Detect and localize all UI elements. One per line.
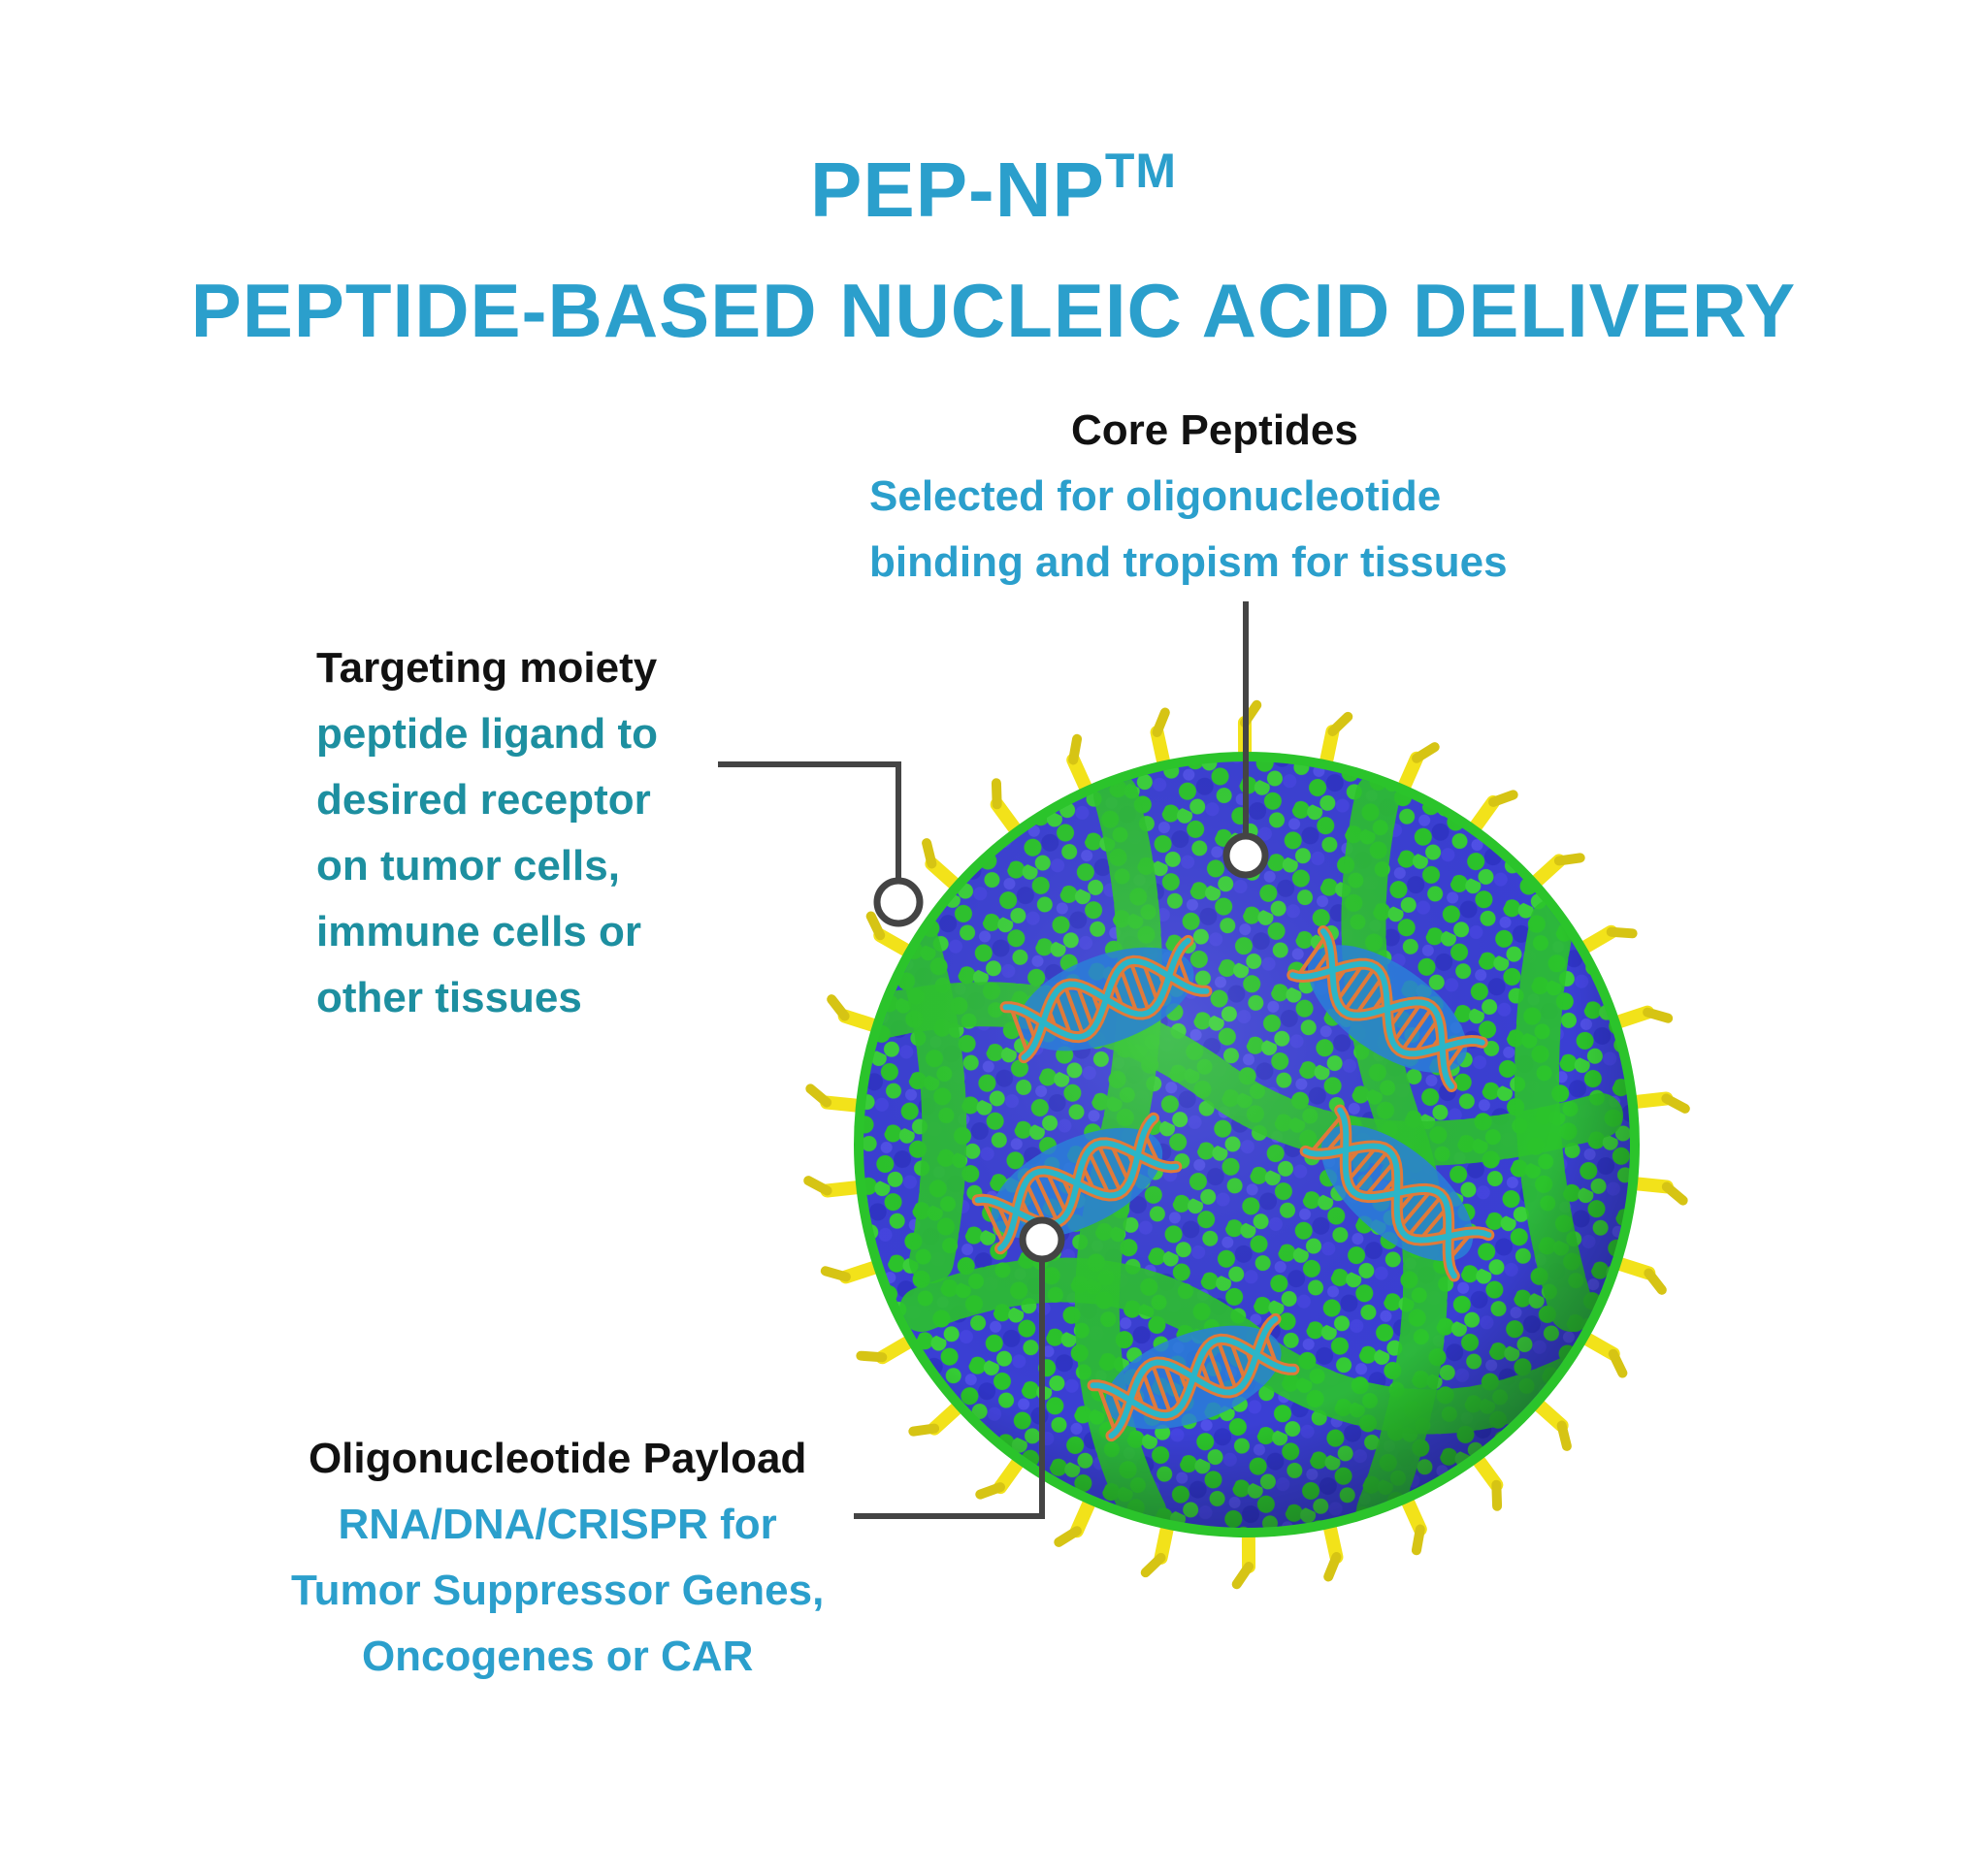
targeting-moiety-desc-1: peptide ligand to <box>316 710 658 758</box>
targeting-moiety-desc-3: on tumor cells, <box>316 842 620 889</box>
payload-leader-line <box>854 1244 1045 1519</box>
title-main: PEP-NP <box>809 146 1105 233</box>
core-callout-dot-icon <box>1222 832 1269 879</box>
core-peptides-desc-2: binding and tropism for tissues <box>869 538 1508 586</box>
title-trademark: TM <box>1104 144 1178 198</box>
rna-helix-icon <box>999 934 1213 1064</box>
core-peptides-desc-1: Selected for oligonucleotide <box>869 472 1442 520</box>
targeting-moiety-desc-2: desired receptor <box>316 776 651 824</box>
payload-desc-1: RNA/DNA/CRISPR for <box>338 1501 777 1548</box>
rna-helix-icon <box>1299 1104 1495 1282</box>
payload-desc-3: Oncogenes or CAR <box>361 1633 754 1680</box>
targeting-moiety-callout: Targeting moiety peptide ligand to desir… <box>316 635 658 1031</box>
targeting-moiety-desc-4: immune cells or <box>316 908 642 955</box>
oligonucleotide-payload-callout: Oligonucleotide Payload RNA/DNA/CRISPR f… <box>291 1426 824 1690</box>
payload-desc-2: Tumor Suppressor Genes, <box>291 1567 825 1614</box>
payload-heading: Oligonucleotide Payload <box>308 1435 807 1482</box>
core-peptides-heading: Core Peptides <box>1071 406 1358 454</box>
rna-helix-icon <box>971 1112 1183 1255</box>
nanoparticle-sphere <box>854 752 1640 1537</box>
rna-helix-icon <box>1087 1312 1300 1442</box>
payload-callout-dot-icon <box>1019 1216 1065 1263</box>
rna-helix-icon <box>1287 925 1488 1092</box>
leader-lines <box>718 601 1249 1519</box>
rna-payloads <box>971 925 1495 1442</box>
targeting-moiety-desc-5: other tissues <box>316 974 582 1021</box>
title-line-1: PEP-NPTM <box>0 146 1987 235</box>
title-line-2: PEPTIDE-BASED NUCLEIC ACID DELIVERY <box>190 268 1797 353</box>
targeting-callout-dot-icon <box>873 877 924 927</box>
targeting-leader-line <box>718 761 901 883</box>
core-peptides-callout: Core Peptides Selected for oligonucleoti… <box>869 398 1508 596</box>
targeting-moiety-heading: Targeting moiety <box>316 644 658 692</box>
